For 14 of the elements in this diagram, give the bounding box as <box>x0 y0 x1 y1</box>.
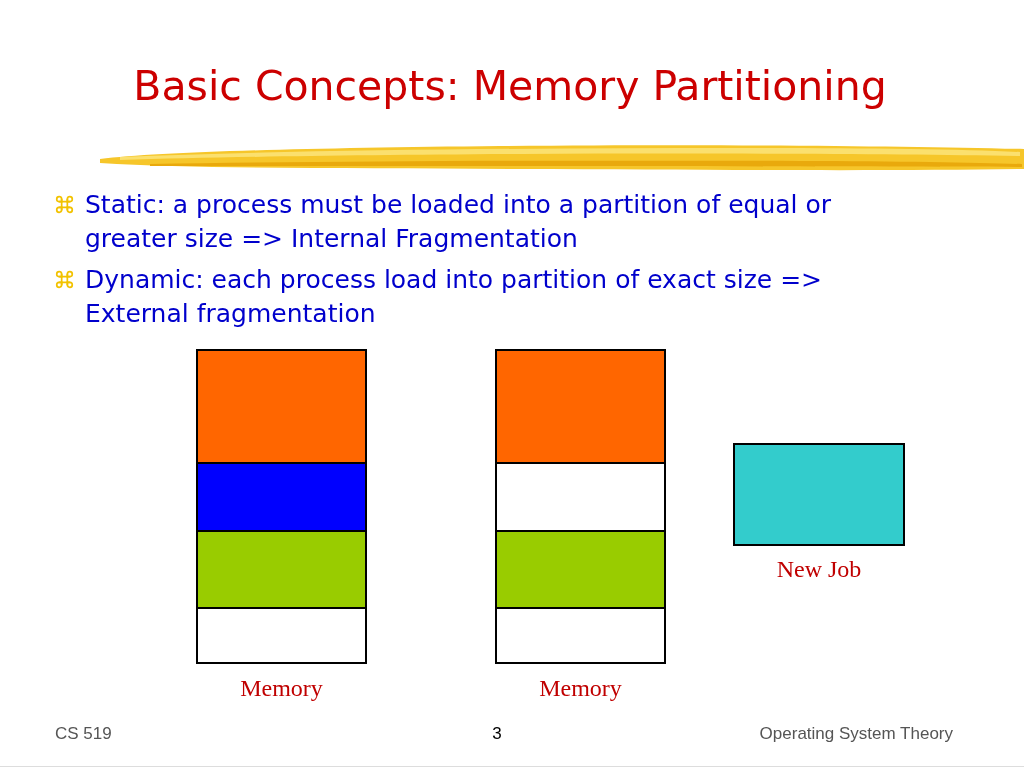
footer-text: CS 519 <box>55 723 112 745</box>
caption-label: Memory <box>539 674 622 702</box>
bullet-text: Dynamic: each process load into partition of exact size => External fragmentation <box>85 264 824 330</box>
page-number: 3 <box>492 723 502 745</box>
caption-label: New Job <box>776 555 862 583</box>
memory-partition <box>497 351 664 462</box>
memory-partition <box>198 530 365 607</box>
caption-label: Memory <box>240 674 323 702</box>
bullet-text: Static: a process must be loaded into a partition of equal or greater size => Internal Fragmentation <box>85 189 832 255</box>
memory-partition <box>198 462 365 530</box>
slide-title: Basic Concepts: Memory Partitioning <box>133 62 887 110</box>
footer-text: Operating System Theory <box>759 723 953 745</box>
memory-partition <box>198 351 365 462</box>
memory-partition <box>497 530 664 607</box>
